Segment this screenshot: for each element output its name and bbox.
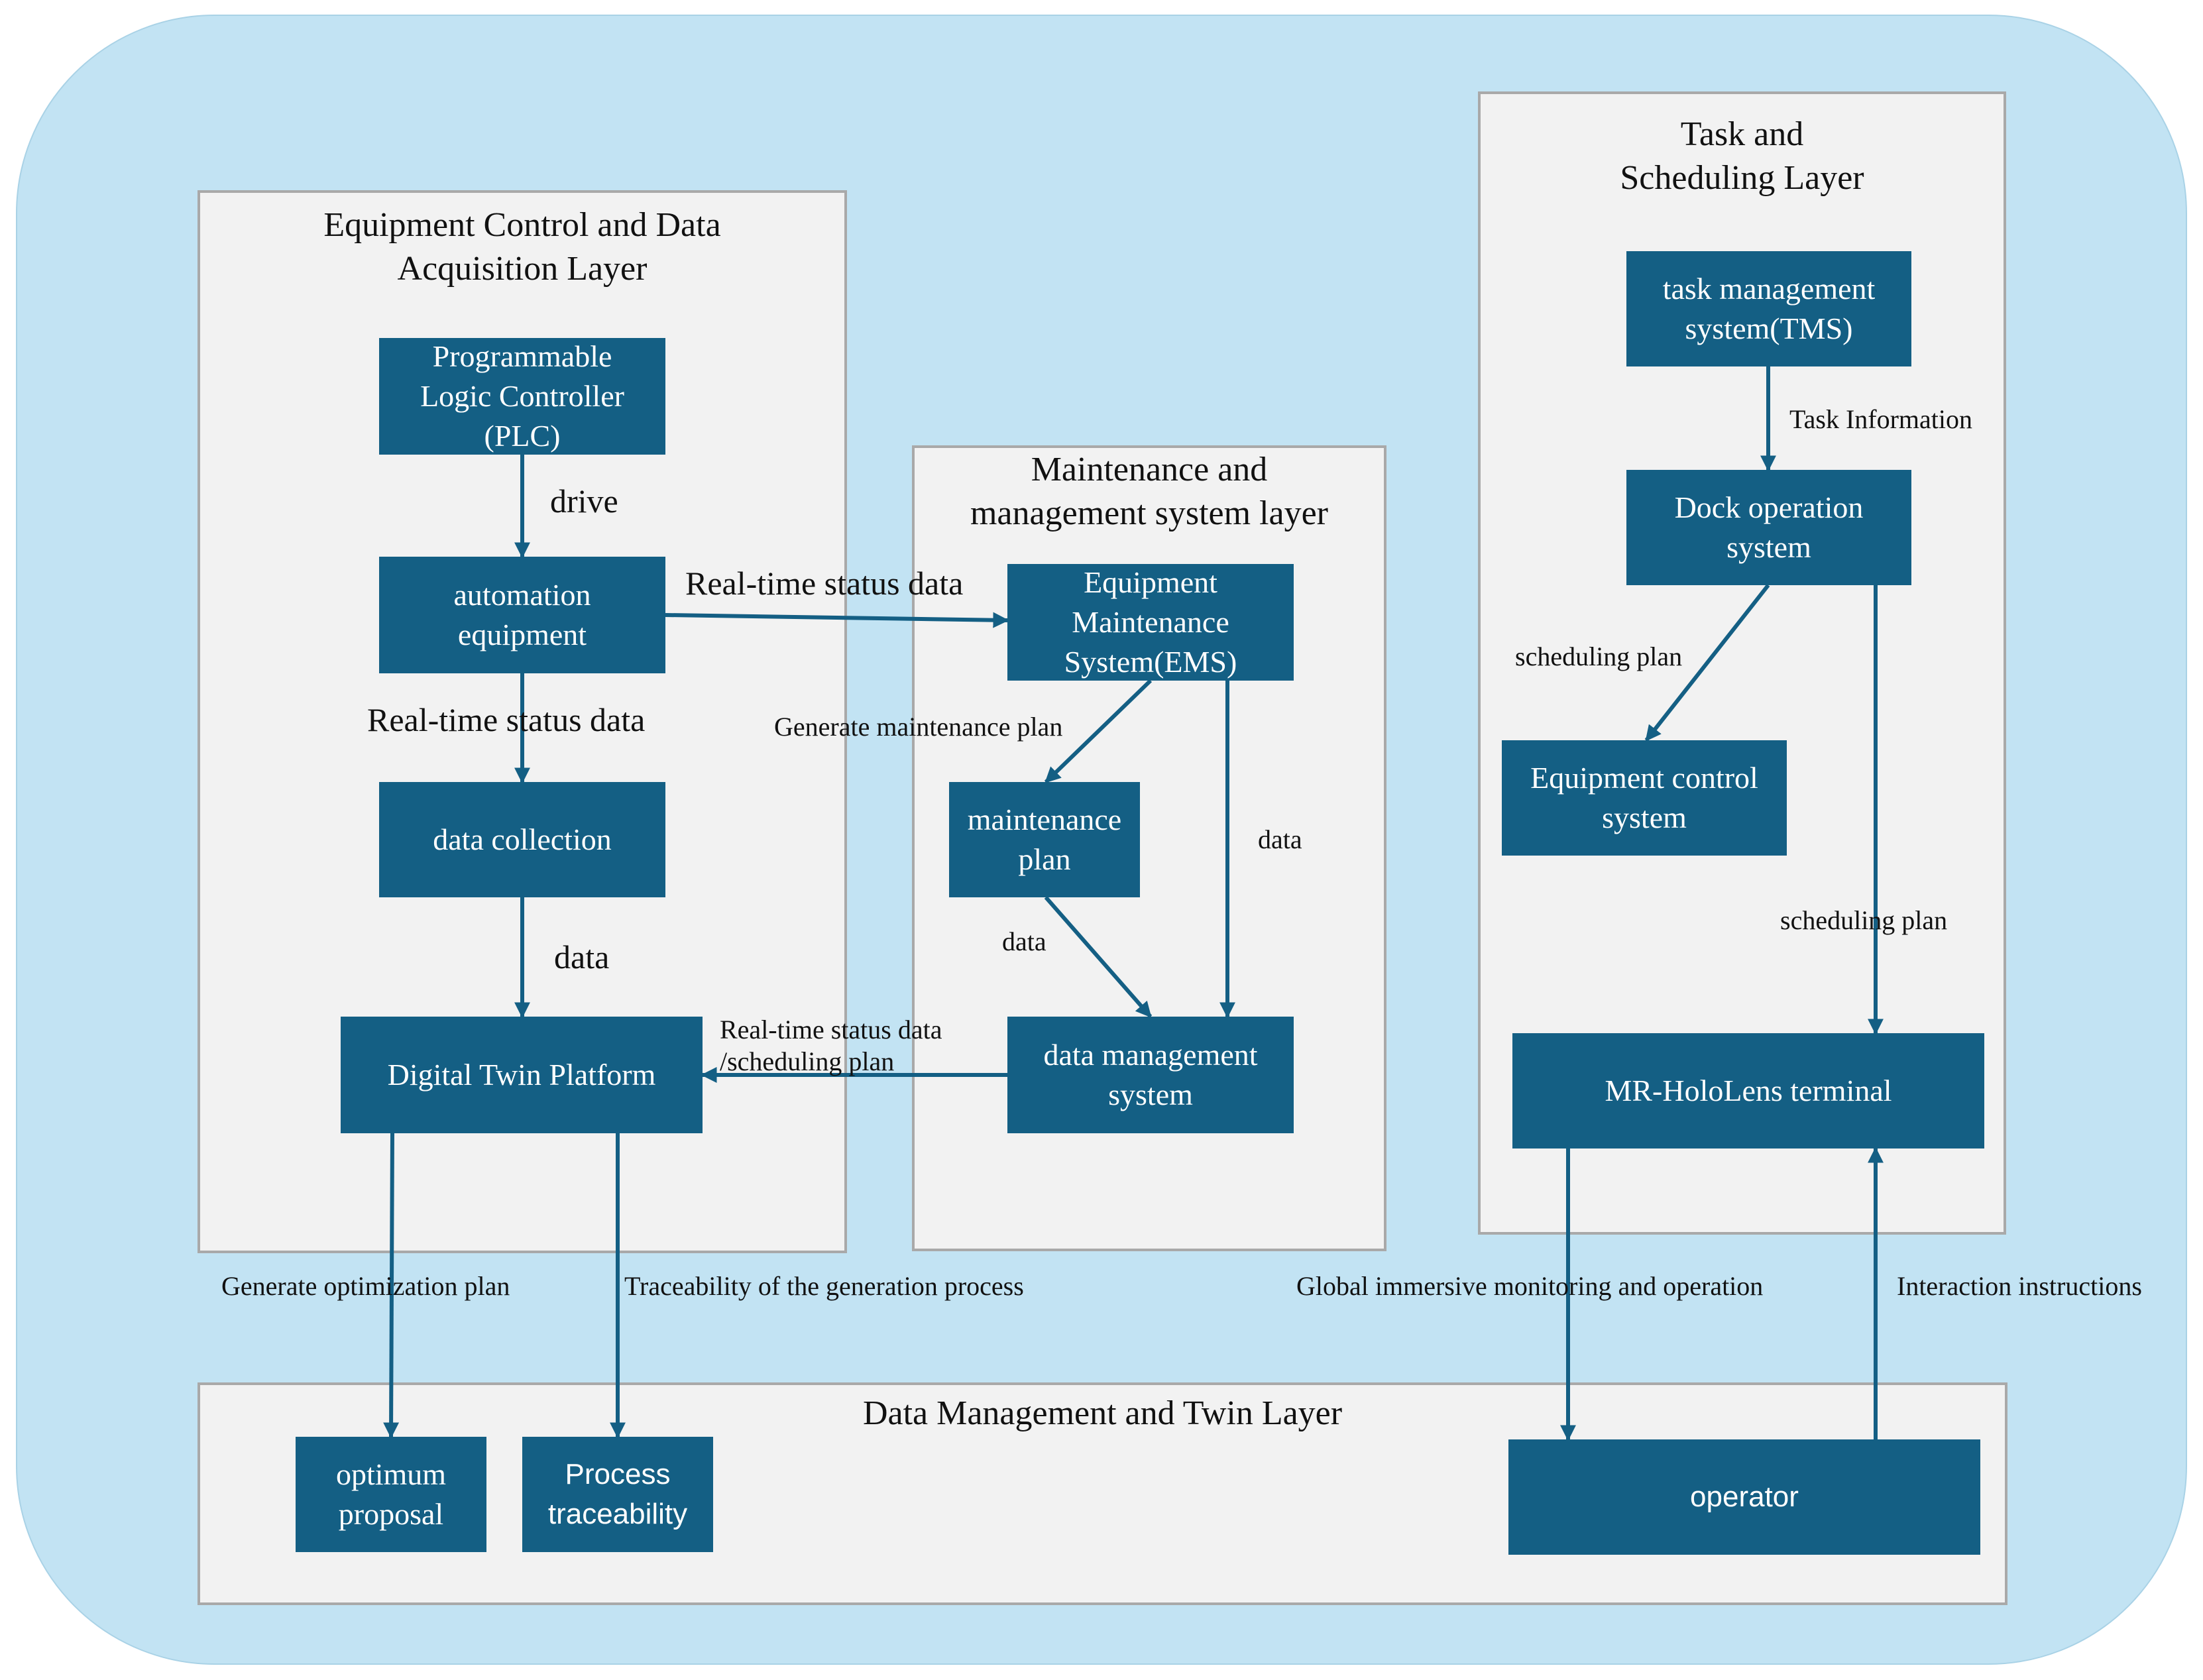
arrow-dock-to-equipment-control bbox=[1644, 584, 1770, 742]
label-generate-maintenance-plan: Generate maintenance plan bbox=[774, 712, 1063, 742]
node-equipment-control-system[interactable]: Equipment control system bbox=[1502, 740, 1787, 856]
layer-title-equipment-control: Equipment Control and Data Acquisition L… bbox=[323, 206, 721, 288]
layer-title-task-scheduling: Task and Scheduling Layer bbox=[1620, 115, 1864, 197]
label-data-to-twin: data bbox=[554, 938, 610, 976]
arrow-twin-to-optimum bbox=[383, 1133, 400, 1439]
label-ems-data: data bbox=[1258, 824, 1302, 854]
label-generate-optimization-plan: Generate optimization plan bbox=[221, 1271, 510, 1301]
node-tms[interactable]: task management system(TMS) bbox=[1626, 251, 1911, 366]
label-interaction-instructions: Interaction instructions bbox=[1897, 1271, 2142, 1301]
label-drive: drive bbox=[550, 482, 618, 520]
label-realtime-scheduling: Real-time status data /scheduling plan bbox=[720, 1015, 942, 1076]
label-task-information: Task Information bbox=[1789, 404, 1973, 434]
layer-title-maintenance: Maintenance and management system layer bbox=[970, 451, 1329, 532]
label-scheduling-plan-2: scheduling plan bbox=[1780, 905, 1948, 935]
arrow-automation-to-ems bbox=[665, 612, 1009, 628]
node-dock-operation[interactable]: Dock operation system bbox=[1626, 470, 1911, 585]
node-operator[interactable]: operator bbox=[1508, 1439, 1980, 1555]
arrow-plan-to-data-management bbox=[1044, 896, 1153, 1018]
node-automation-equipment[interactable]: automation equipment bbox=[379, 557, 665, 673]
label-global-monitoring: Global immersive monitoring and operatio… bbox=[1296, 1271, 1764, 1301]
node-maintenance-plan[interactable]: maintenance plan bbox=[949, 782, 1140, 897]
label-realtime-to-ems: Real-time status data bbox=[685, 565, 964, 602]
arrow-ems-to-maintenance-plan bbox=[1044, 679, 1153, 784]
layer-title-data-management: Data Management and Twin Layer bbox=[862, 1394, 1343, 1432]
label-realtime-to-collection: Real-time status data bbox=[367, 701, 646, 738]
node-optimum-proposal[interactable]: optimum proposal bbox=[296, 1437, 486, 1552]
node-digital-twin-platform[interactable]: Digital Twin Platform bbox=[341, 1017, 703, 1133]
node-data-management-system[interactable]: data management system bbox=[1007, 1017, 1294, 1133]
node-data-collection[interactable]: data collection bbox=[379, 782, 665, 897]
node-plc[interactable]: Programmable Logic Controller (PLC) bbox=[379, 338, 665, 455]
label-plan-data: data bbox=[1002, 926, 1046, 956]
node-ems[interactable]: Equipment Maintenance System(EMS) bbox=[1007, 564, 1294, 681]
node-process-traceability[interactable]: Process traceability bbox=[522, 1437, 713, 1552]
label-traceability-generation: Traceability of the generation process bbox=[624, 1271, 1024, 1301]
label-scheduling-plan-1: scheduling plan bbox=[1515, 642, 1683, 671]
node-mr-hololens[interactable]: MR-HoloLens terminal bbox=[1512, 1033, 1984, 1148]
